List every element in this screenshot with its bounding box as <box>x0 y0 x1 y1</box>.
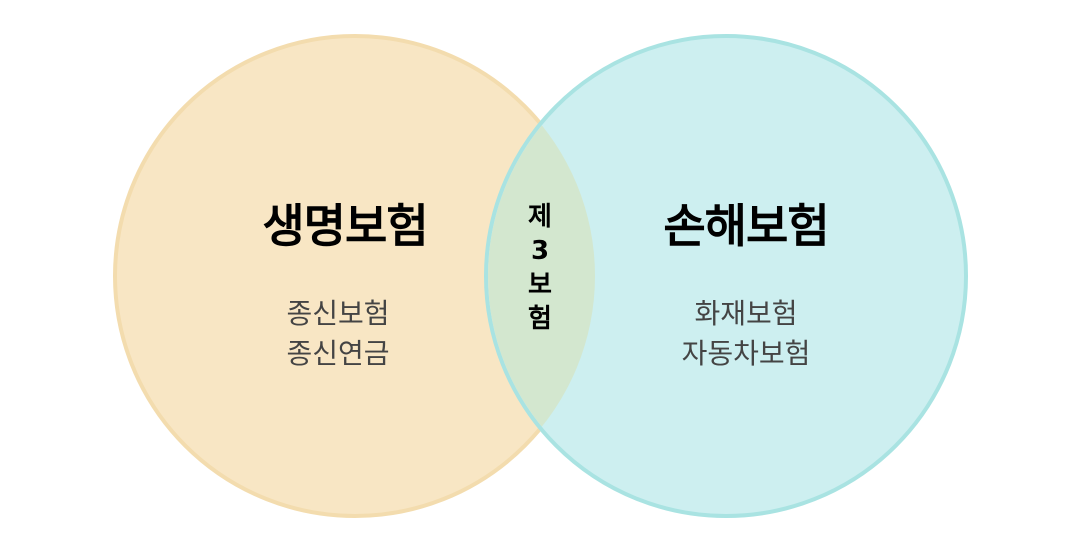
third-insurance-char: 보 <box>528 270 552 300</box>
third-insurance-char: 제 <box>528 202 552 232</box>
non-life-insurance-title: 손해보험 <box>663 199 829 253</box>
third-insurance-char: 험 <box>528 304 552 334</box>
non-life-circle-edge <box>484 34 968 518</box>
list-item: 종신연금 <box>286 337 390 370</box>
list-item: 화재보험 <box>694 297 798 330</box>
list-item: 자동차보험 <box>681 337 811 370</box>
life-insurance-items: 종신보험 종신연금 <box>238 294 438 374</box>
life-insurance-title: 생명보험 <box>262 199 428 253</box>
third-insurance-char: 3 <box>530 236 550 266</box>
third-insurance-label: 제 3 보 험 <box>515 200 565 336</box>
list-item: 종신보험 <box>286 297 390 330</box>
non-life-insurance-items: 화재보험 자동차보험 <box>646 294 846 374</box>
